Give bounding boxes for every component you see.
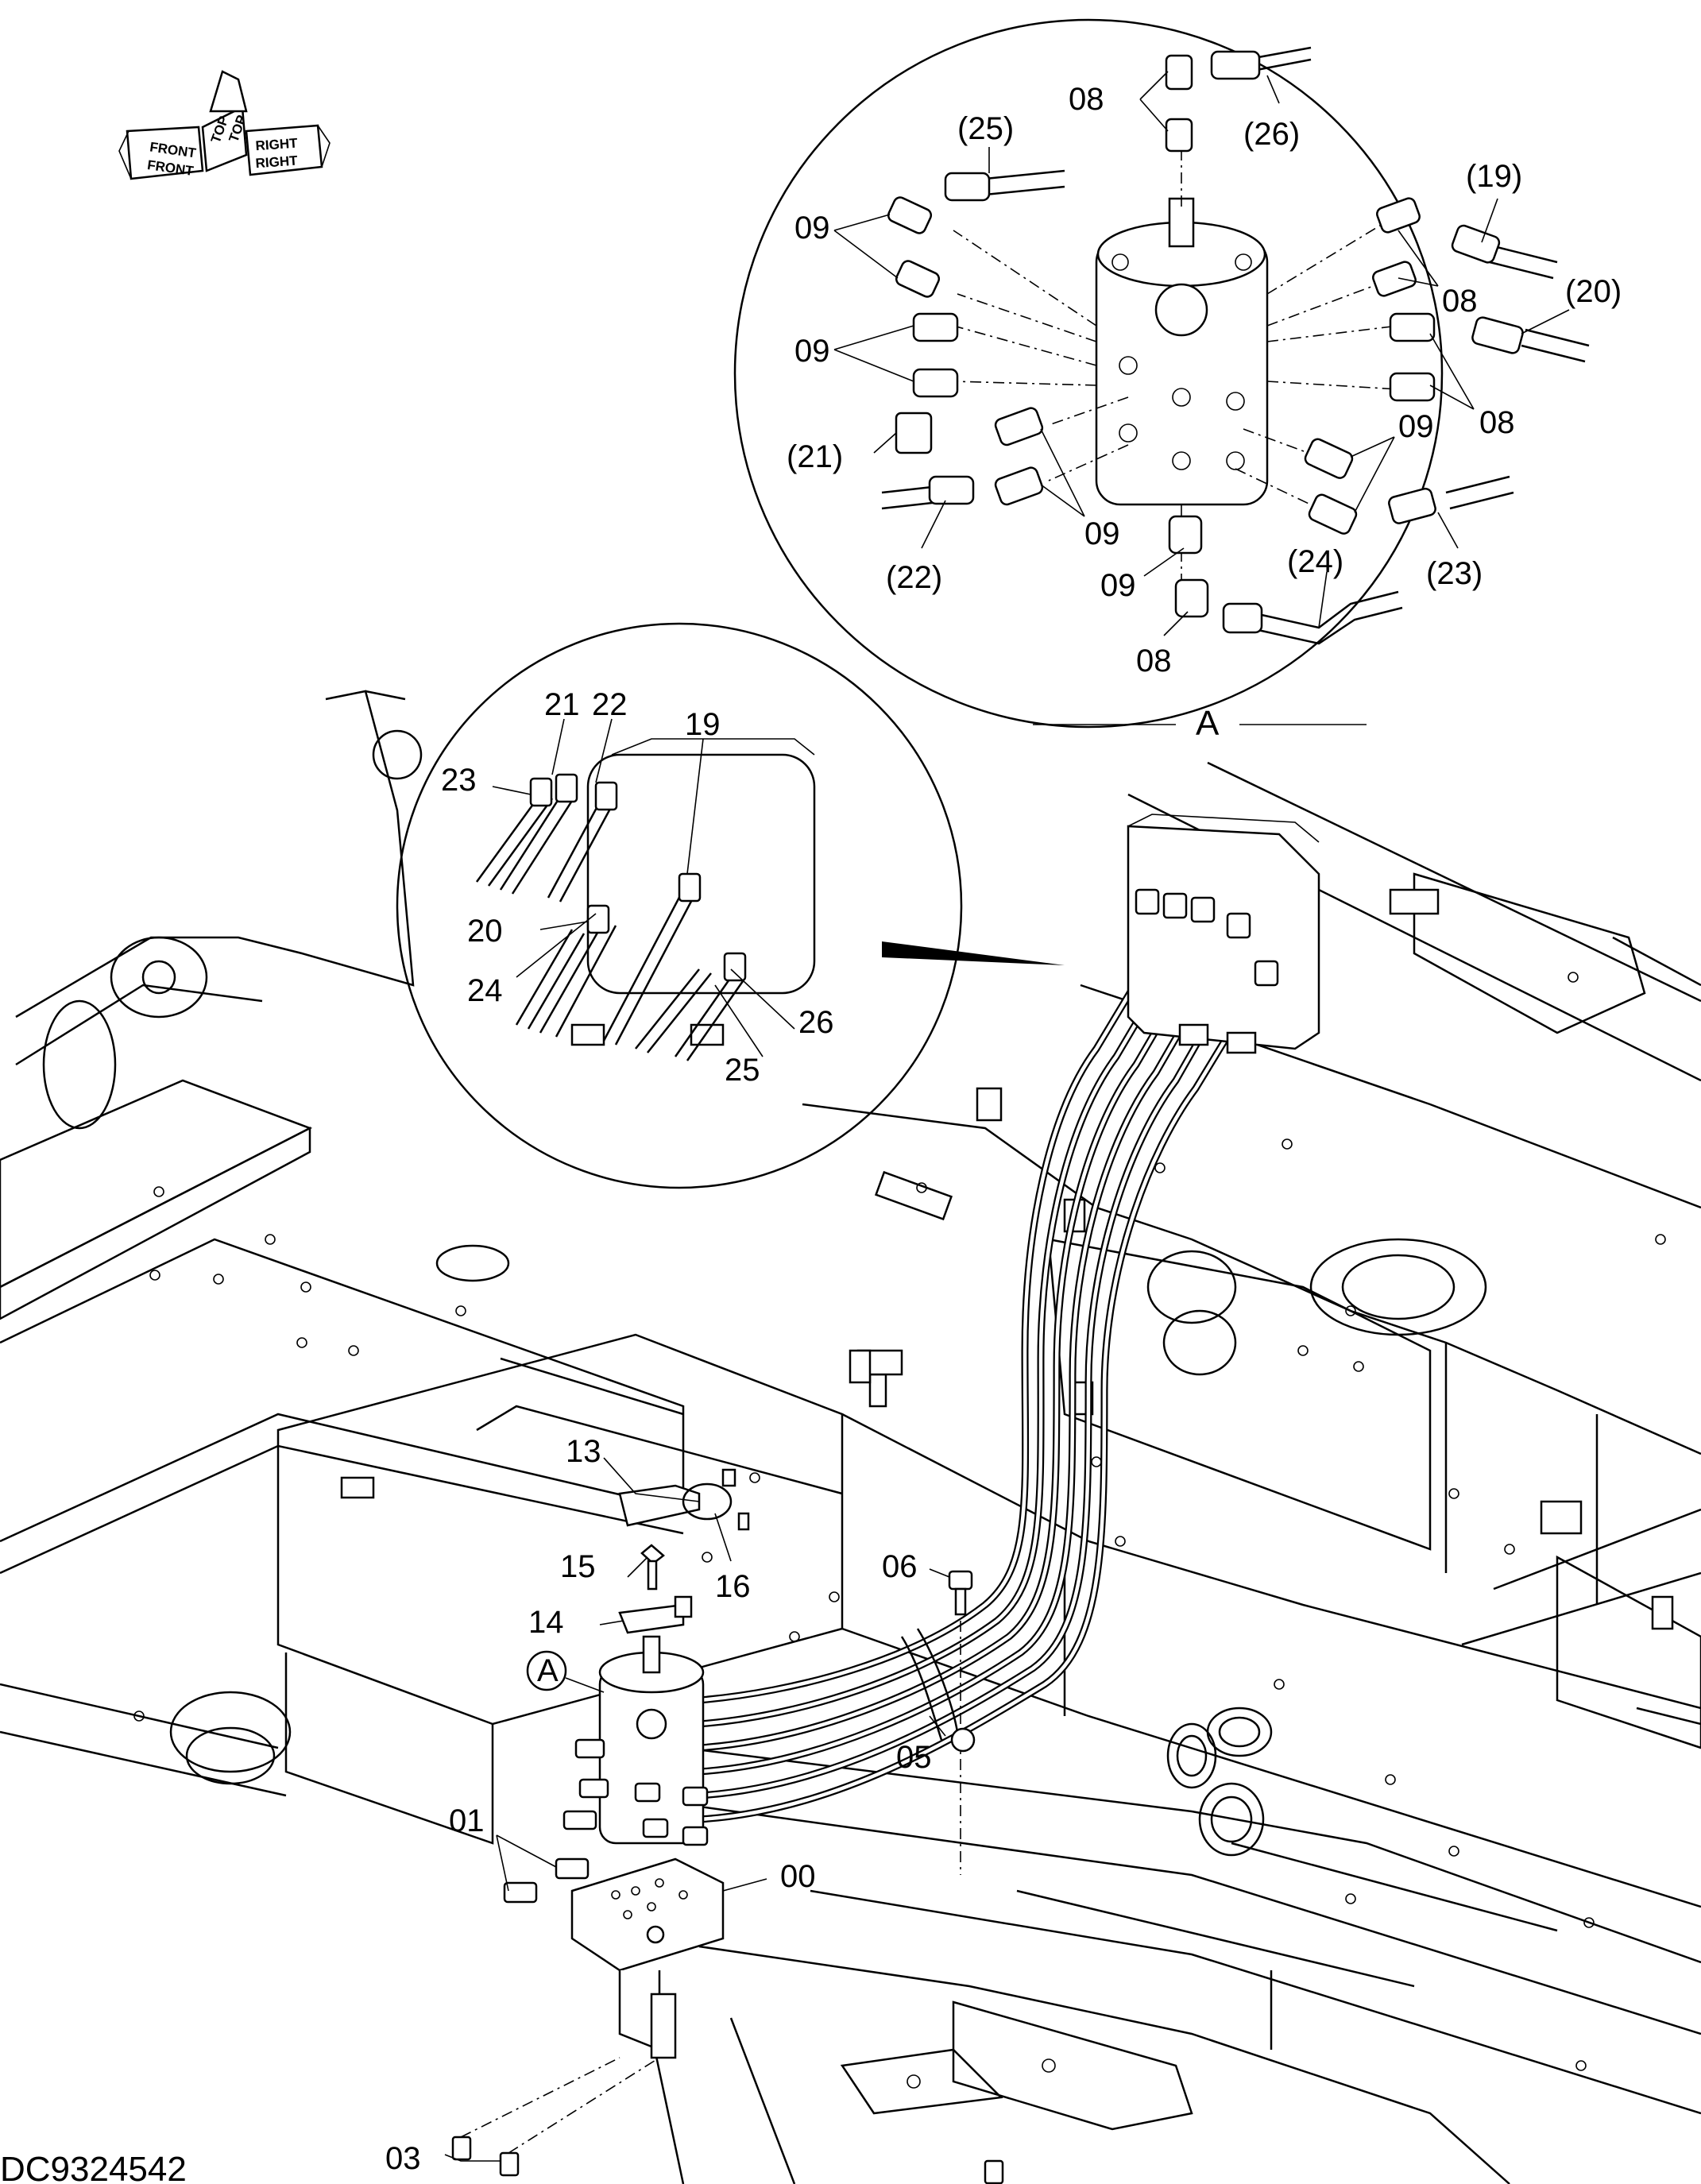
- detail-a-callout-26: (26): [1243, 117, 1300, 152]
- hose-detail-callout-22: 22: [592, 687, 628, 722]
- mounting-bracket: [570, 1857, 725, 2059]
- main-view: 13 16 15 14 06 A 05 01 00 03: [0, 690, 1701, 2184]
- hose-bundle: [695, 965, 1267, 1823]
- main-callout-15: 15: [560, 1549, 596, 1584]
- drawing-code: DC9324542: [0, 2150, 187, 2184]
- hose-detail-callout-26: 26: [798, 1005, 834, 1040]
- main-callout-01: 01: [449, 1803, 485, 1838]
- hose-detail-callout-25: 25: [725, 1053, 760, 1088]
- detail-a-callout-09-lower-mid: 09: [1084, 516, 1120, 551]
- detail-a-callout-25: (25): [957, 111, 1014, 146]
- orientation-indicator: FRONT TOP RIGHT FRONT TOP RIGHT: [118, 70, 331, 180]
- bolt-and-clamp: [900, 1570, 976, 1875]
- detail-a-callout-23: (23): [1426, 556, 1483, 591]
- detail-a-title: A: [1196, 704, 1220, 743]
- detail-a-hose-ends: [881, 46, 1590, 645]
- fitting-elbows: [887, 54, 1436, 618]
- detail-a-callout-21: (21): [787, 439, 843, 474]
- hose-detail-callout-20: 20: [467, 914, 503, 949]
- detail-a-callout-24: (24): [1287, 544, 1343, 579]
- main-callout-13: 13: [566, 1434, 601, 1469]
- main-callout-03: 03: [385, 2141, 421, 2176]
- detail-a-callout-08-top: 08: [1069, 82, 1104, 117]
- bolts: [451, 1857, 1004, 2184]
- detail-a-callout-22: (22): [886, 560, 942, 595]
- detail-a-callout-08-upper-right: 08: [1442, 284, 1478, 319]
- detail-a-callout-09-upper-left: 09: [794, 211, 830, 245]
- main-callout-00: 00: [780, 1859, 816, 1894]
- main-callout-14: 14: [528, 1605, 564, 1640]
- swivel-joint-main: [562, 1635, 709, 1846]
- hose-detail-hoses: [475, 773, 747, 1061]
- detail-a-callout-09-left: 09: [794, 334, 830, 369]
- main-callout-16: 16: [715, 1569, 751, 1604]
- hose-detail-callout-23: 23: [441, 763, 477, 798]
- detail-a-callout-09-right: 09: [1398, 409, 1434, 444]
- clip-parts: [618, 1468, 750, 1634]
- main-callout-A: A: [537, 1653, 559, 1688]
- detail-a-callout-20: (20): [1565, 274, 1622, 309]
- detail-a-view: 08 (26) (25) (19) 09 08 (20) 09 08 (21) …: [733, 18, 1622, 743]
- hose-detail-callout-24: 24: [467, 973, 503, 1008]
- detail-a-callout-09-bottom: 09: [1100, 568, 1136, 603]
- detail-a-callout-19: (19): [1466, 159, 1522, 194]
- main-callout-05: 05: [896, 1740, 932, 1775]
- hose-detail-callout-19: 19: [685, 707, 721, 742]
- orient-label-right-mirror: RIGHT: [255, 136, 299, 154]
- hose-detail-view: 21 22 23 19 20 24 26 25: [396, 622, 1065, 1189]
- main-callout-06: 06: [882, 1549, 918, 1584]
- orient-label-right: RIGHT: [255, 153, 299, 172]
- detail-a-callout-08-right: 08: [1479, 405, 1515, 440]
- hose-detail-callout-21: 21: [544, 687, 580, 722]
- detail-a-callout-08-bottom: 08: [1136, 644, 1172, 678]
- detail-pointer-arrow: [882, 941, 1065, 965]
- control-valve-block: [1127, 814, 1320, 1054]
